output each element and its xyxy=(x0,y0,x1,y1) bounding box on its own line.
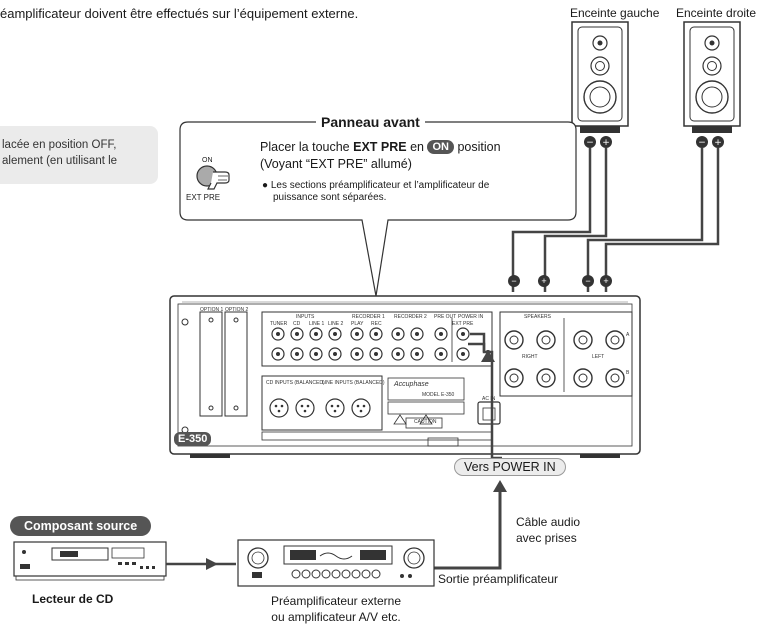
front-panel-callout xyxy=(179,121,577,297)
svg-text:−: − xyxy=(698,138,706,148)
bullet-line-2: puissance sont séparées. xyxy=(273,192,387,203)
recorder2-label: RECORDER 2 xyxy=(394,314,427,320)
cable-label-2: avec prises xyxy=(516,531,577,545)
external-preamp xyxy=(237,539,435,587)
tuner-label: TUNER xyxy=(270,321,288,327)
balanced-cd-label: CD INPUTS (BALANCED) xyxy=(266,380,325,386)
preamp-label-2: ou amplificateur A/V etc. xyxy=(271,610,401,624)
cd-player xyxy=(13,541,167,581)
audio-cable xyxy=(434,484,502,570)
svg-text:+: + xyxy=(541,276,546,286)
pre-out-label: PRE OUT xyxy=(434,314,457,320)
option1-label: OPTION 1 xyxy=(200,307,224,313)
model-badge: E-350 xyxy=(174,432,212,446)
line1-label: LINE 1 xyxy=(309,321,325,327)
power-in-label: POWER IN xyxy=(458,314,484,320)
svg-text:+: + xyxy=(602,138,610,148)
bullet-line-1: ● Les sections préamplificateur et l’amp… xyxy=(262,180,490,191)
ext-pre-button-illustration xyxy=(196,165,230,190)
instruction-line-1: Placer la touche EXT PRE en ON position xyxy=(260,140,501,154)
svg-text:+: + xyxy=(603,276,608,286)
line2-label: LINE 2 xyxy=(328,321,344,327)
left-speaker-label: Enceinte gauche xyxy=(570,6,660,20)
speaker-cable-terminals: − + − + xyxy=(508,275,612,287)
ext-pre-rear-label: EXT PRE xyxy=(452,321,474,327)
amplifier-rear-panel xyxy=(169,295,641,458)
play1-label: PLAY xyxy=(351,321,364,327)
right-speaker: − + xyxy=(683,21,741,148)
speaker-left-label: LEFT xyxy=(592,354,605,360)
cd-player-label: Lecteur de CD xyxy=(32,592,114,606)
right-speaker-label: Enceinte droite xyxy=(676,6,757,20)
source-component-label: Composant source xyxy=(10,516,152,536)
svg-text:−: − xyxy=(586,138,594,148)
ext-pre-small-label: EXT PRE xyxy=(186,193,221,202)
note-line-1: lacée en position OFF, xyxy=(2,139,117,151)
left-speaker: − + xyxy=(571,21,629,148)
speakers-label: SPEAKERS xyxy=(524,314,551,320)
instruction-line-2: (Voyant “EXT PRE” allumé) xyxy=(260,157,412,171)
svg-text:−: − xyxy=(585,276,590,286)
rec1-label: REC xyxy=(371,321,382,327)
on-small-label: ON xyxy=(202,157,213,164)
svg-text:−: − xyxy=(511,276,516,286)
brand-label: Accuphase xyxy=(394,381,429,388)
speaker-b-label: B xyxy=(626,370,630,376)
sortie-pre-label: Sortie préamplificateur xyxy=(438,572,559,586)
balanced-line-label: LINE INPUTS (BALANCED) xyxy=(322,380,385,386)
vers-power-in-label: Vers POWER IN xyxy=(454,458,566,476)
cd-label: CD xyxy=(293,321,301,327)
preamp-label-1: Préamplificateur externe xyxy=(270,594,402,608)
speaker-cables xyxy=(511,148,720,292)
speaker-right-label: RIGHT xyxy=(522,354,538,360)
speaker-a-label: A xyxy=(626,332,630,338)
option2-label: OPTION 2 xyxy=(225,307,249,313)
front-panel-title: Panneau avant xyxy=(316,114,425,130)
model-text-label: MODEL E-350 xyxy=(422,392,455,398)
note-line-2: alement (en utilisant le xyxy=(2,155,118,167)
recorder1-label: RECORDER 1 xyxy=(352,314,385,320)
cable-label-1: Câble audio xyxy=(516,515,581,529)
header-text: éamplificateur doivent être effectués su… xyxy=(0,6,359,21)
caution-label: CAUTION xyxy=(414,419,437,425)
note-box xyxy=(0,126,158,184)
on-badge: ON xyxy=(427,140,454,154)
inputs-label: INPUTS xyxy=(296,314,315,320)
ac-in-label: AC IN xyxy=(482,396,496,402)
svg-text:+: + xyxy=(714,138,722,148)
